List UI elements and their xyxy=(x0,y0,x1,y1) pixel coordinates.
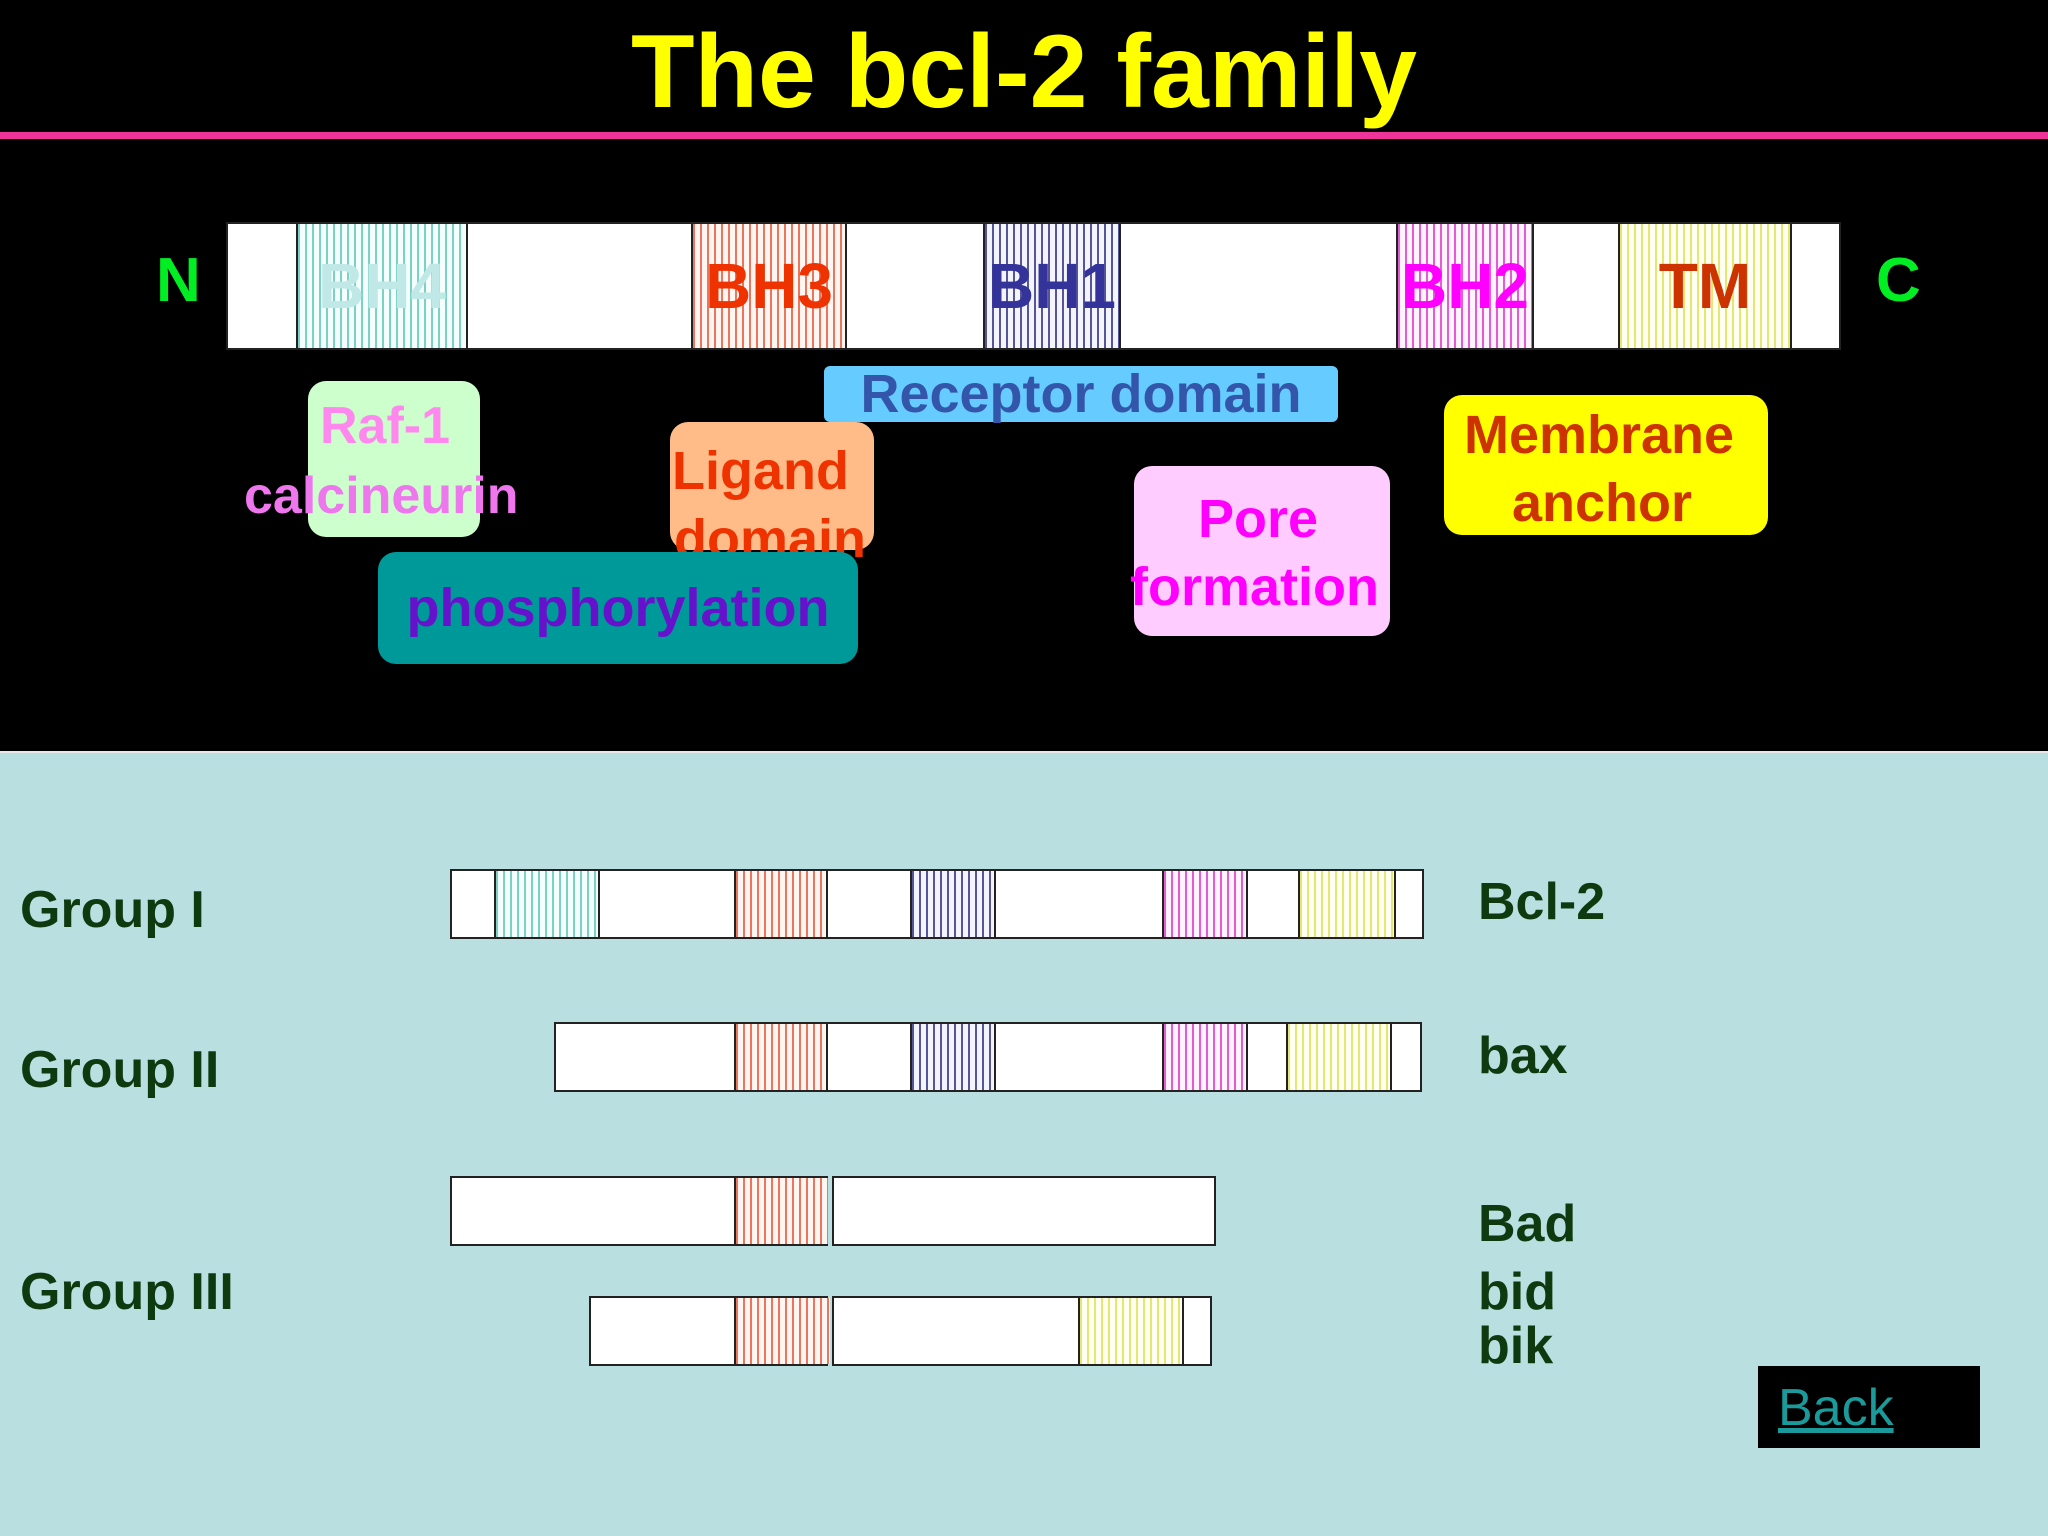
bid-protein-bar-left xyxy=(589,1296,830,1366)
page-title: The bcl-2 family xyxy=(631,14,1417,130)
bcl2-tm-segment xyxy=(1298,871,1396,937)
phosphorylation-box: phosphorylation xyxy=(378,552,858,664)
pore-label-line2: formation xyxy=(1130,557,1379,617)
membrane-label-line2: anchor xyxy=(1512,473,1693,533)
group2-label: Group II xyxy=(20,1041,220,1099)
bcl2-bh3-segment xyxy=(734,871,828,937)
bh4-domain: BH4 xyxy=(296,224,468,348)
tm-domain: TM xyxy=(1618,224,1792,348)
bh2-domain: BH2 xyxy=(1396,224,1534,348)
bid-protein-bar-right xyxy=(832,1296,1212,1366)
membrane-anchor-box xyxy=(1444,395,1768,535)
bcl2-protein-bar xyxy=(450,869,1424,939)
bcl2-bh4-segment xyxy=(494,871,600,937)
bid-bh3-segment xyxy=(734,1298,830,1364)
calcineurin-label: calcineurin xyxy=(244,467,519,525)
bh1-domain: BH1 xyxy=(983,224,1121,348)
bax-bh1-segment xyxy=(910,1024,996,1090)
raf1-calcineurin-box xyxy=(308,381,480,537)
bax-label: bax xyxy=(1478,1027,1568,1085)
bax-protein-bar xyxy=(554,1022,1422,1092)
bid-label: bid xyxy=(1478,1263,1556,1321)
ligand-domain-box xyxy=(670,422,874,550)
bax-tm-segment xyxy=(1286,1024,1392,1090)
bcl2-domain-bar: BH4 BH3 BH1 BH2 TM xyxy=(226,222,1841,350)
back-link[interactable]: Back xyxy=(1778,1379,1894,1437)
bad-protein-bar-right xyxy=(832,1176,1216,1246)
bik-label: bik xyxy=(1478,1317,1554,1375)
back-button[interactable] xyxy=(1758,1366,1980,1448)
bcl2-label: Bcl-2 xyxy=(1478,873,1606,931)
pore-label-line1: Pore xyxy=(1198,489,1319,549)
c-terminus-label: C xyxy=(1876,246,1921,315)
receptor-domain-box: Receptor domain xyxy=(824,364,1338,424)
bad-protein-bar-left xyxy=(450,1176,828,1246)
bad-bh3-segment xyxy=(734,1178,828,1244)
bh3-domain: BH3 xyxy=(691,224,847,348)
group1-label: Group I xyxy=(20,881,205,939)
bcl2-bh1-segment xyxy=(910,871,996,937)
n-terminus-label: N xyxy=(156,246,201,315)
bax-bh2-segment xyxy=(1162,1024,1248,1090)
bad-label: Bad xyxy=(1478,1195,1577,1253)
bid-tm-segment xyxy=(1078,1298,1184,1364)
title-divider xyxy=(0,132,2048,139)
group3-label: Group III xyxy=(20,1263,234,1321)
pore-formation-box xyxy=(1134,466,1390,636)
membrane-label-line1: Membrane xyxy=(1464,405,1735,465)
bcl2-bh2-segment xyxy=(1162,871,1248,937)
bax-bh3-segment xyxy=(734,1024,828,1090)
raf1-label: Raf-1 xyxy=(320,397,451,455)
ligand-label-line1: Ligand xyxy=(672,441,849,501)
